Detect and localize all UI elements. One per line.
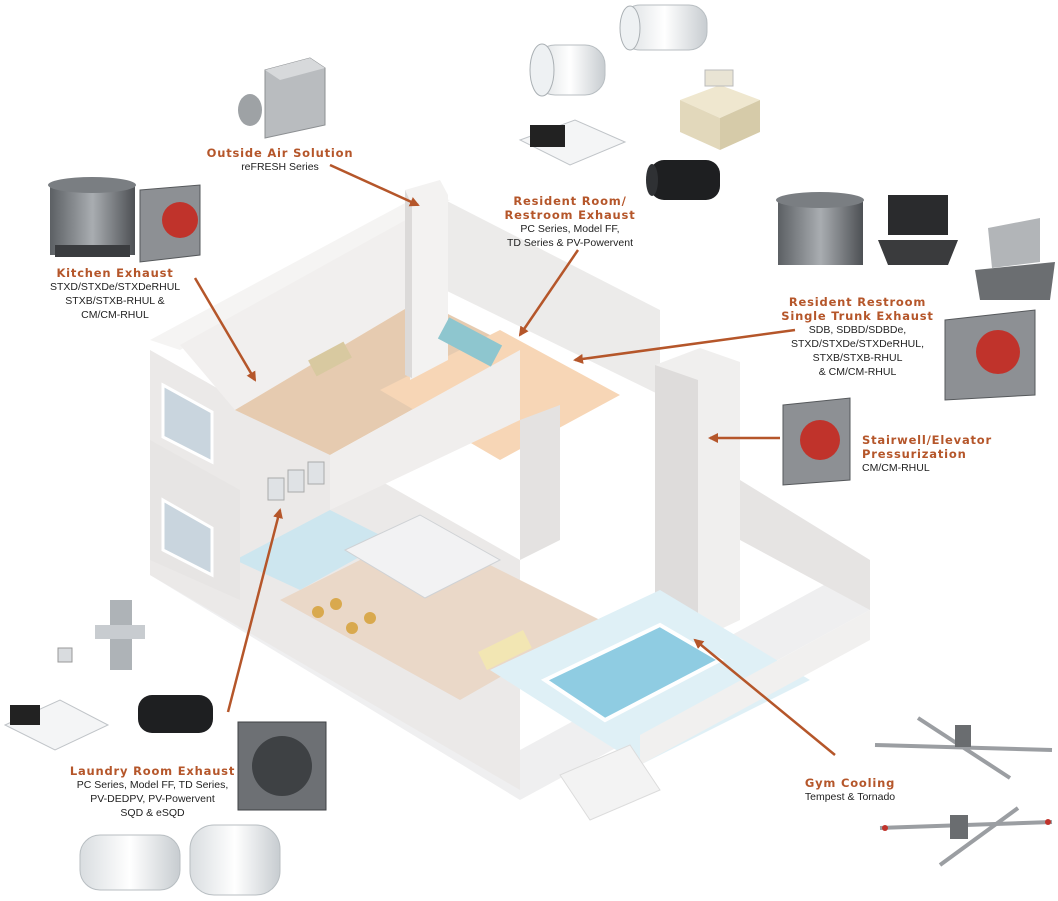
callout-title: Gym Cooling <box>804 776 896 790</box>
arrow-resident-room <box>518 249 580 337</box>
callout-line: Tempest & Tornado <box>804 791 896 803</box>
arrow-kitchen <box>193 277 257 382</box>
upblast-exhaust-fan-icon <box>48 177 136 257</box>
centrifugal-blower-icon <box>782 397 851 486</box>
back-right-wall <box>445 200 660 395</box>
arrow-outside-air <box>329 163 420 207</box>
callout-title: Kitchen Exhaust <box>56 266 174 280</box>
callout-line: reFRESH Series <box>241 161 319 173</box>
inline-mixed-flow-fan-icon <box>189 824 281 896</box>
inline-mixed-flow-fan-icon <box>529 43 606 97</box>
gym-right-wall <box>740 480 870 610</box>
callout-laundry: Laundry Room Exhaust PC Series, Model FF… <box>65 764 240 820</box>
callout-outside-air: Outside Air Solution reFRESH Series <box>190 146 370 174</box>
callout-title: Resident Room/ <box>513 194 627 208</box>
left-wall-parapet <box>150 195 450 350</box>
damper-icon <box>57 600 145 670</box>
inline-round-fan-icon <box>138 695 213 733</box>
callout-line: STXB/STXB-RHUL <box>812 352 903 364</box>
callout-resident-room: Resident Room/ Restroom Exhaust PC Serie… <box>495 194 645 250</box>
inline-square-fan-icon <box>79 834 181 891</box>
upblast-exhaust-fan-icon <box>776 192 864 265</box>
callout-line: SQD & eSQD <box>120 807 185 819</box>
bed <box>437 317 503 367</box>
callout-stairwell: Stairwell/Elevator Pressurization CM/CM-… <box>862 433 1012 475</box>
callout-line: CM/CM-RHUL <box>81 309 149 321</box>
erv-box-icon <box>238 57 326 139</box>
ceiling-grille-fan-icon <box>680 69 760 150</box>
downblast-exhaust-fan-icon <box>975 218 1055 300</box>
inline-round-fan-icon <box>646 160 720 200</box>
callout-line: SDB, SDBD/SDBDe, <box>808 324 907 336</box>
callout-line: PC Series, Model FF, <box>520 223 620 235</box>
centrifugal-blower-icon <box>944 309 1036 401</box>
callout-kitchen: Kitchen Exhaust STXD/STXDe/STXDeRHUL STX… <box>50 266 180 322</box>
callout-resident-restroom: Resident Restroom Single Trunk Exhaust S… <box>775 295 940 379</box>
callout-title: Laundry Room Exhaust <box>69 764 236 778</box>
arrow-laundry <box>226 508 283 713</box>
lounge-sofa <box>478 630 532 670</box>
callout-line: STXB/STXB-RHUL & <box>65 295 165 307</box>
callout-line: PC Series, Model FF, TD Series, <box>76 779 229 791</box>
hvls-ceiling-fan-icon <box>879 806 1053 867</box>
washing-machines <box>267 461 325 501</box>
callout-arrows <box>193 163 836 756</box>
back-upper-wall <box>180 212 420 410</box>
callout-title: Resident Restroom <box>788 295 927 309</box>
entrance-ramp <box>559 744 661 821</box>
arrow-resident-restroom <box>573 328 796 364</box>
sofa <box>308 341 352 377</box>
callout-line: TD Series & PV-Powervent <box>506 237 634 249</box>
gym-front-wall <box>640 610 870 765</box>
callout-title: Outside Air Solution <box>206 146 354 160</box>
callout-title: Pressurization <box>862 447 967 461</box>
callout-line: & CM/CM-RHUL <box>818 366 897 378</box>
products <box>3 4 1055 896</box>
callout-title: Stairwell/Elevator <box>862 433 992 447</box>
left-wall-windows <box>161 382 214 578</box>
callout-line: STXD/STXDe/STXDeRHUL, <box>790 338 925 350</box>
ceiling-exhaust-fan-icon <box>518 119 627 166</box>
callout-line: CM/CM-RHUL <box>862 462 930 474</box>
centrifugal-blower-icon <box>139 184 201 263</box>
laundry-floor <box>235 510 390 590</box>
inline-square-fan-icon <box>619 4 708 51</box>
ceiling-exhaust-fan-icon <box>3 699 110 751</box>
callout-line: STXD/STXDe/STXDeRHUL <box>50 281 181 293</box>
arrow-gym <box>693 638 836 756</box>
hvls-ceiling-fan-icon <box>874 716 1053 780</box>
dining-chairs <box>312 598 376 634</box>
reception-desk <box>343 514 502 599</box>
building-cutaway <box>150 180 870 821</box>
downblast-exhaust-fan-icon <box>878 195 958 265</box>
callout-title: Single Trunk Exhaust <box>781 309 934 323</box>
outside-air-shaft <box>405 180 448 380</box>
callout-title: Restroom Exhaust <box>504 208 636 222</box>
callout-gym: Gym Cooling Tempest & Tornado <box>790 776 910 804</box>
callout-line: PV-DEDPV, PV-Powervent <box>90 793 215 805</box>
square-inline-fan-icon <box>237 721 327 811</box>
